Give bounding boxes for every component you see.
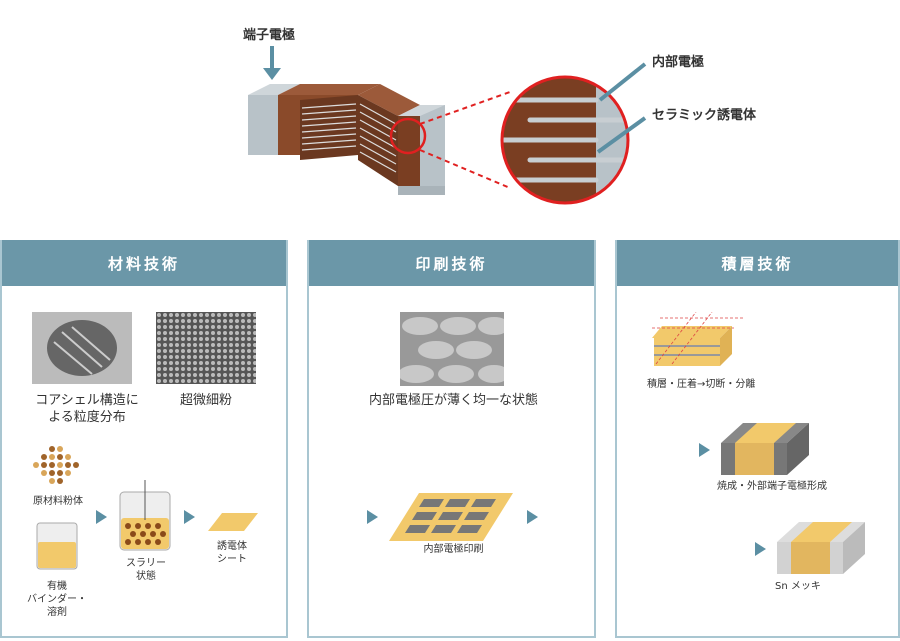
mlcc-cutaway-illustration (248, 46, 647, 205)
fired-chip-icon (721, 423, 809, 475)
electrode-cross-section-photo (400, 312, 504, 386)
core-shell-photo (32, 312, 132, 384)
panel-title: 印刷技術 (309, 240, 594, 286)
terminal-electrode-label: 端子電極 (243, 28, 296, 43)
plating-step-label: Sn メッキ (775, 581, 821, 592)
lamination-step-label: 積層・圧着→切断・分離 (647, 379, 756, 390)
arrow-icon (367, 510, 378, 524)
binder-beaker-icon (36, 522, 78, 570)
ceramic-dielectric-label: セラミック誘電体 (652, 108, 757, 123)
firing-step-label: 焼成・外部端子電極形成 (717, 481, 827, 492)
electrode-photo-caption: 内部電極圧が薄く均一な状態 (368, 393, 538, 408)
laminated-block-icon (652, 312, 744, 366)
slurry-label: スラリー 状態 (126, 558, 166, 582)
dielectric-sheet-label: 誘電体 シート (217, 541, 247, 565)
panel-title: 材料技術 (2, 240, 286, 286)
binder-label: 有機 バインダー・ 溶剤 (27, 581, 87, 618)
arrow-icon (184, 510, 195, 524)
slurry-beaker-icon (119, 480, 171, 551)
electrode-print-label: 内部電極印刷 (423, 544, 484, 555)
arrow-icon (96, 510, 107, 524)
core-shell-caption: コアシェル構造に よる粒度分布 (35, 393, 139, 425)
ultrafine-caption: 超微細粉 (179, 393, 232, 408)
ultrafine-powder-photo (156, 312, 256, 384)
raw-powder-label: 原材料粉体 (33, 496, 83, 507)
dielectric-sheet-icon (208, 513, 258, 531)
arrow-icon (755, 542, 766, 556)
lamination-technology-panel: 積層技術 積層・圧着→切断・分離 焼成・外部端子電極形成 Sn メッキ (615, 240, 900, 638)
materials-technology-panel: 材料技術 コアシェル構造に よる粒度分布 超微細粉 原材料粉体 有機 バインダー… (0, 240, 288, 638)
plated-chip-icon (777, 522, 865, 574)
raw-powder-icon (33, 446, 79, 484)
panel-title: 積層技術 (617, 240, 898, 286)
electrode-print-sheet-icon (389, 493, 513, 541)
internal-electrode-label: 内部電極 (652, 55, 705, 70)
arrow-icon (527, 510, 538, 524)
printing-technology-panel: 印刷技術 内部電極圧が薄く均一な状態 内部電極印刷 (307, 240, 596, 638)
arrow-icon (699, 443, 710, 457)
